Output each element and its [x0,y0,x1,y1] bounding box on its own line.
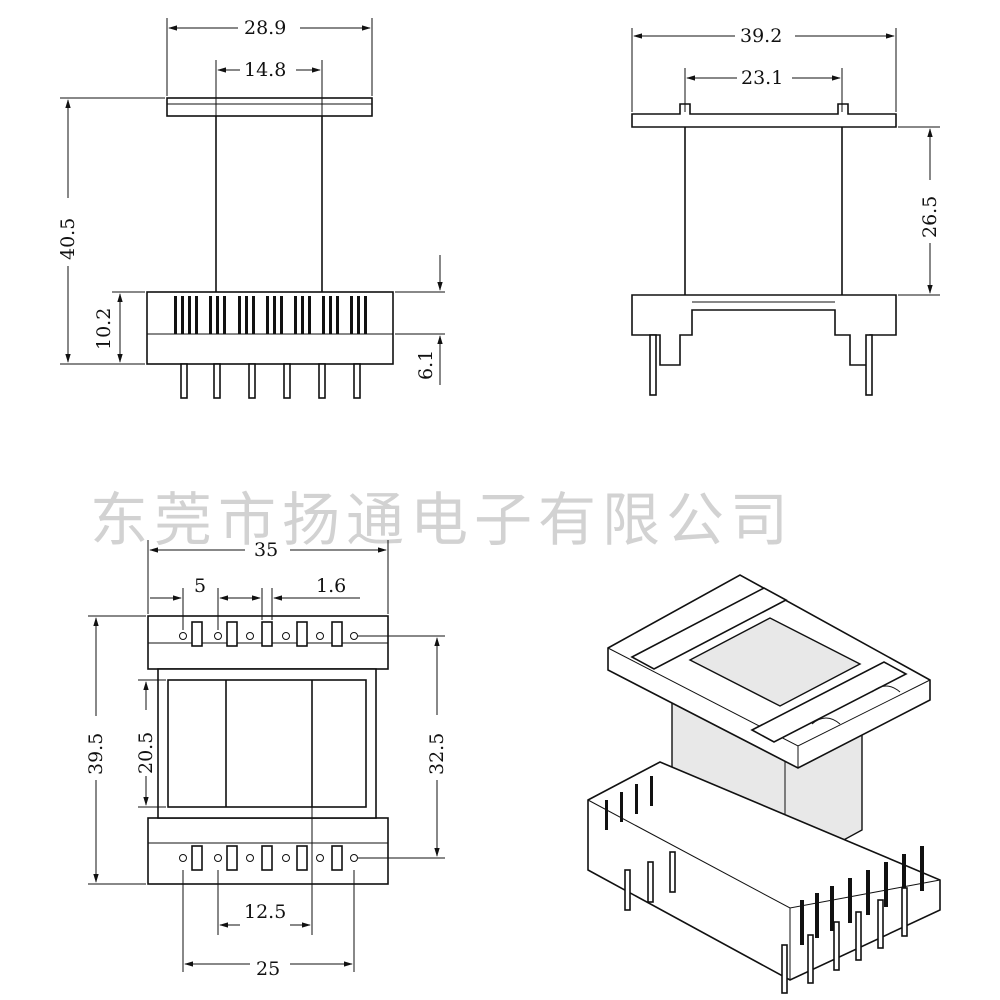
dim-slot-width: 1.6 [316,575,346,597]
iso-rail-right [750,661,908,743]
dim-top-view-length: 39.5 [85,733,107,775]
front-top-flange [166,97,373,117]
iso-base-fins [800,846,924,945]
side-pin-right [865,334,873,396]
iso-pins [624,851,908,994]
top-view-lower-pin-holes [179,854,358,862]
dim-top-view-width: 35 [254,539,278,561]
side-pin-left [649,334,657,396]
side-view: 39.2 23.1 26.5 [631,25,941,396]
top-view-upper-slots [191,621,343,647]
company-watermark: 东莞市扬通电子有限公司 [90,486,794,554]
dim-base-height: 10.2 [93,308,115,350]
front-pins [180,363,361,399]
dim-core-width: 14.8 [244,59,286,81]
dim-pin-span: 32.5 [426,733,448,775]
dim-inner-length: 20.5 [135,732,157,774]
side-base [631,294,897,366]
iso-left-fins [605,776,653,830]
dim-pin-row-width: 25 [256,958,280,980]
dim-side-inner-width: 23.1 [741,67,783,89]
dim-total-height: 40.5 [57,218,79,260]
front-view: 28.9 14.8 40.5 10.2 6.1 [57,17,445,399]
dim-core-gap: 12.5 [244,901,286,923]
dim-top-flange-width: 28.9 [244,17,286,39]
isometric-view [587,574,941,994]
dim-pin-length: 6.1 [415,350,437,380]
front-slot-fins [174,296,367,334]
top-view-upper-pin-holes [179,632,358,640]
side-top-flange [631,103,897,128]
dim-winding-height: 26.5 [919,196,941,238]
dim-slot-pitch: 5 [194,575,206,597]
iso-rail-left [630,587,788,670]
iso-base [587,761,941,981]
dim-side-top-width: 39.2 [740,25,782,47]
top-view-lower-slots [191,845,343,871]
iso-core-window [688,617,862,707]
top-view: 35 5 1.6 39.5 20.5 32.5 [85,539,448,980]
